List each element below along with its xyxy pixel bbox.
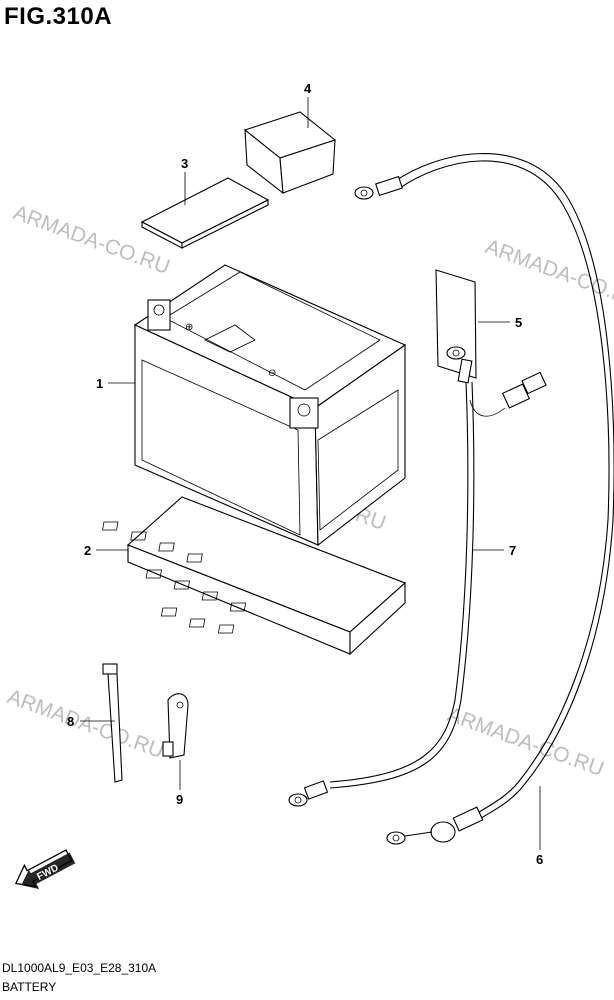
callout-8: 8 (67, 714, 74, 729)
part-7-cable (288, 346, 547, 807)
part-8-strap (102, 663, 123, 783)
callout-4: 4 (304, 81, 312, 96)
watermark-1: ARMADA-CO.RU (10, 201, 172, 279)
leader-lines (80, 97, 541, 850)
callout-1: 1 (96, 376, 103, 391)
watermark-5: ARMADA-CO.RU (444, 703, 606, 781)
figure-code: DL1000AL9_E03_E28_310A (2, 961, 157, 975)
watermark-4: ARMADA-CO.RU (4, 685, 166, 763)
watermark-2: ARMADA-CO.RU (482, 235, 614, 313)
fwd-arrow-icon: FWD (14, 849, 76, 890)
callout-5: 5 (515, 315, 522, 330)
figure-title: FIG.310A (4, 3, 113, 30)
figure-caption: BATTERY (2, 980, 57, 994)
svg-text:⊖: ⊖ (268, 368, 276, 379)
tray-slots (102, 521, 247, 634)
callout-2: 2 (84, 543, 91, 558)
callouts: 1 2 3 4 5 6 7 8 9 (67, 81, 543, 867)
callout-6: 6 (536, 852, 543, 867)
part-4-block (243, 111, 337, 195)
callout-7: 7 (509, 543, 516, 558)
svg-text:⊕: ⊕ (185, 322, 193, 333)
part-1-battery: ⊕ ⊖ (133, 264, 407, 547)
part-6-cable (354, 153, 614, 845)
part-3-plate (140, 177, 270, 249)
callout-3: 3 (181, 156, 188, 171)
part-9-clamp (162, 693, 189, 759)
callout-9: 9 (176, 792, 183, 807)
part-2-tray (102, 496, 407, 656)
part-5-label (435, 269, 477, 379)
